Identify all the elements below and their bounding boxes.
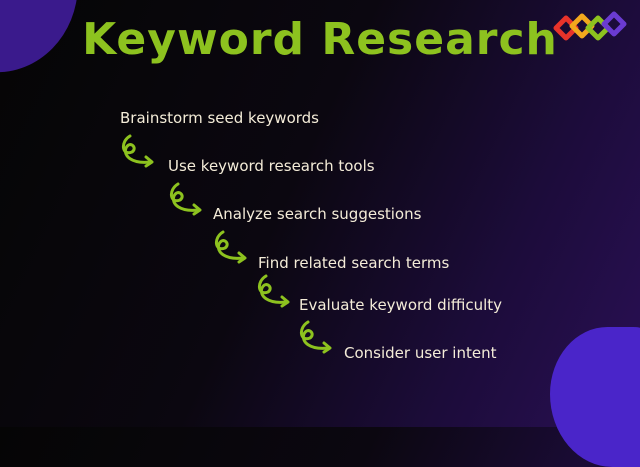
step-keyword-difficulty: Evaluate keyword difficulty	[299, 296, 503, 314]
decorative-blob-bottom-right	[550, 327, 640, 467]
curly-arrow-icon	[122, 134, 154, 168]
curly-arrow-icon	[258, 274, 290, 308]
curly-arrow-icon	[215, 230, 247, 264]
step-research-tools: Use keyword research tools	[168, 157, 375, 175]
step-user-intent: Consider user intent	[344, 344, 497, 362]
page-title: Keyword Research	[82, 14, 558, 65]
step-related-terms: Find related search terms	[258, 254, 450, 272]
logo-icon	[553, 11, 627, 41]
step-search-suggestions: Analyze search suggestions	[213, 205, 422, 223]
curly-arrow-icon	[170, 182, 202, 216]
curly-arrow-icon	[300, 320, 332, 354]
step-brainstorm: Brainstorm seed keywords	[120, 109, 319, 127]
